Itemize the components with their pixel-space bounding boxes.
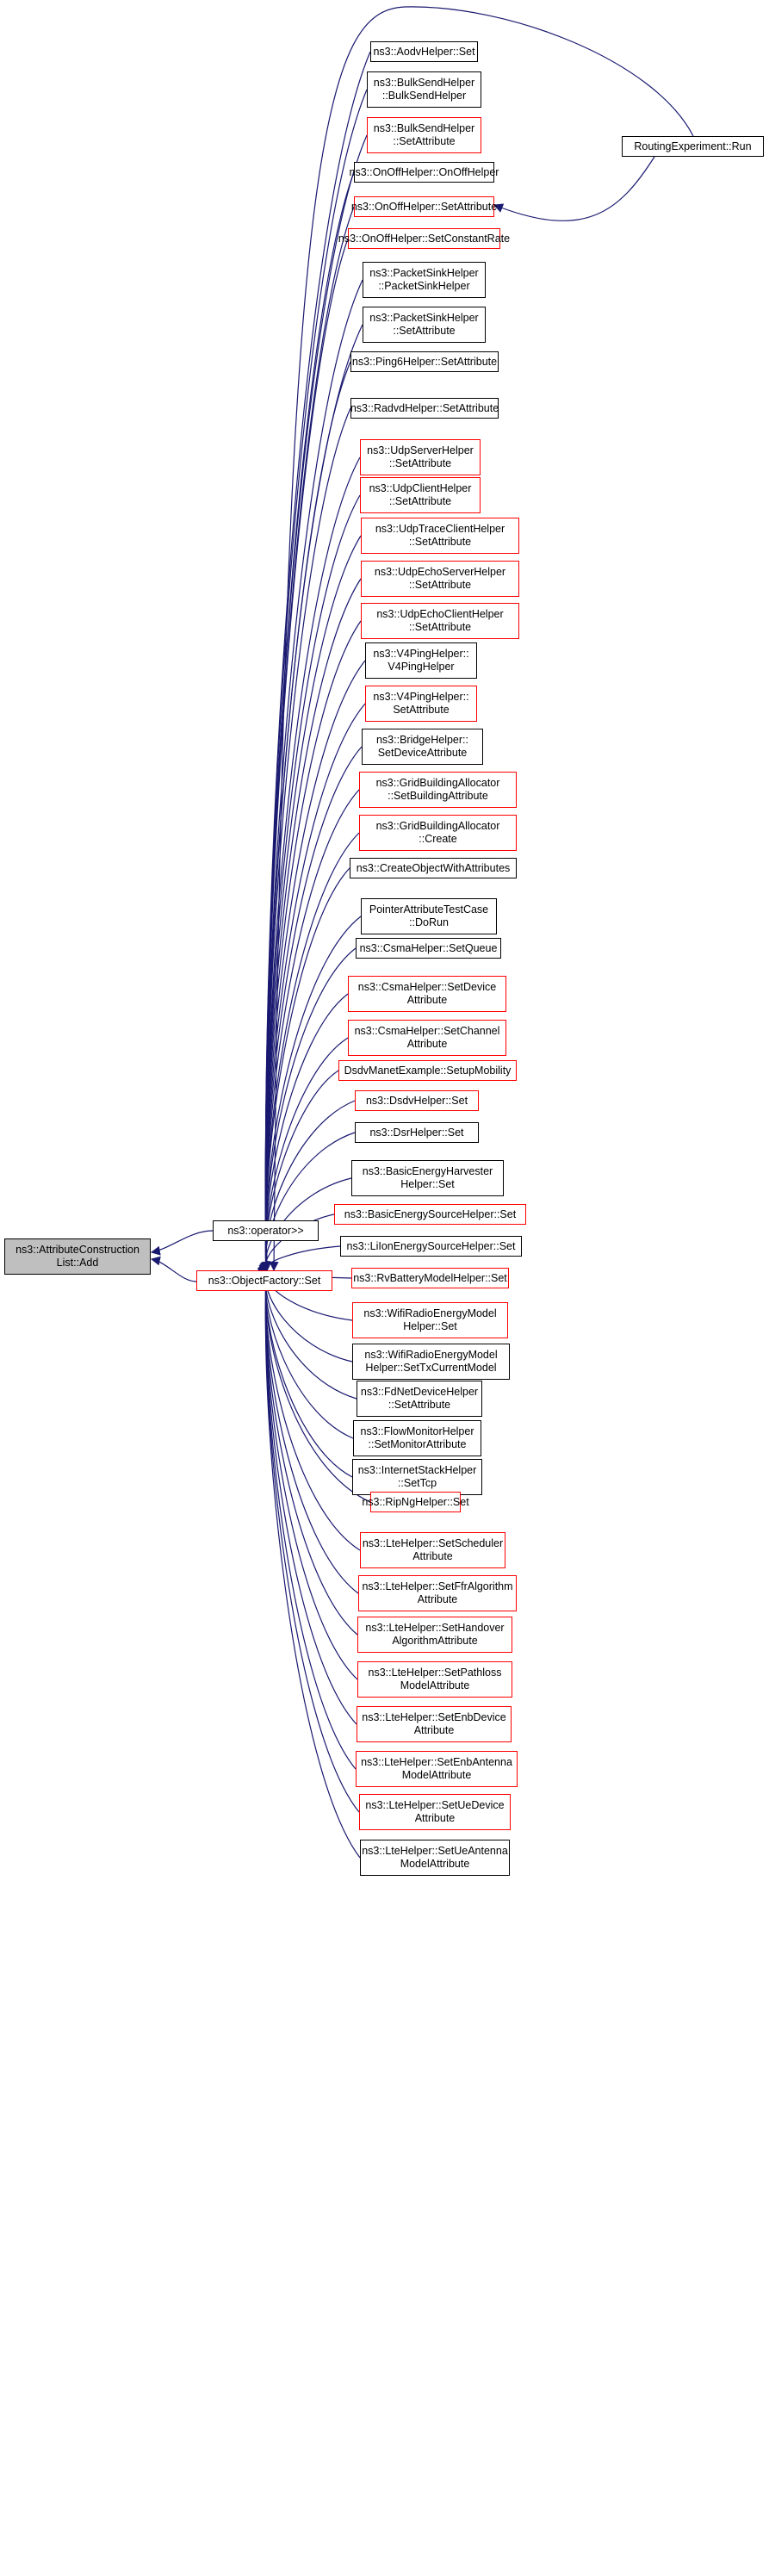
node-operator-extraction[interactable]: ns3::operator>> <box>213 1220 319 1241</box>
node-ns3-bridgehelper-setdeviceattribute[interactable]: ns3::BridgeHelper:: SetDeviceAttribute <box>362 729 483 765</box>
node-ns3-csmahelper-setqueue[interactable]: ns3::CsmaHelper::SetQueue <box>356 938 501 959</box>
node-ns3-ltehelper-setffralgorithm-attribute[interactable]: ns3::LteHelper::SetFfrAlgorithm Attribut… <box>358 1575 517 1611</box>
edge-operator-to-root <box>150 1230 214 1256</box>
edge-factory-to-root <box>150 1256 197 1282</box>
edge-caller-35-to-factory <box>260 1269 354 1439</box>
node-ns3-aodvhelper-set[interactable]: ns3::AodvHelper::Set <box>370 41 478 62</box>
node-ns3-ltehelper-setpathloss-modelattribute[interactable]: ns3::LteHelper::SetPathloss ModelAttribu… <box>357 1661 512 1698</box>
node-ns3-ltehelper-sethandover-algorithmattribute[interactable]: ns3::LteHelper::SetHandover AlgorithmAtt… <box>357 1617 512 1653</box>
node-ns3-onoffhelper-setattribute[interactable]: ns3::OnOffHelper::SetAttribute <box>351 196 497 217</box>
node-ns3-v4pinghelper-v4pinghelper[interactable]: ns3::V4PingHelper:: V4PingHelper <box>365 642 477 679</box>
node-ns3-fdnetdevicehelper-setattribute[interactable]: ns3::FdNetDeviceHelper ::SetAttribute <box>357 1381 482 1417</box>
node-ns3-v4pinghelper-setattribute[interactable]: ns3::V4PingHelper:: SetAttribute <box>365 686 477 722</box>
node-ns3-radvdhelper-setattribute[interactable]: ns3::RadvdHelper::SetAttribute <box>350 398 499 419</box>
node-ns3-onoffhelper-onoffhelper[interactable]: ns3::OnOffHelper::OnOffHelper <box>350 162 499 183</box>
edge-caller-6-to-factory <box>262 279 363 1272</box>
node-dsdvmanetexample-setupmobility[interactable]: DsdvManetExample::SetupMobility <box>338 1060 517 1081</box>
node-ns3-wifiradioenergymodel-helper-set[interactable]: ns3::WifiRadioEnergyModel Helper::Set <box>352 1302 508 1338</box>
node-ns3-udpechoserverhelper-setattribute[interactable]: ns3::UdpEchoServerHelper ::SetAttribute <box>361 561 519 597</box>
node-ns3-packetsinkhelper-setattribute[interactable]: ns3::PacketSinkHelper ::SetAttribute <box>363 307 486 343</box>
node-ns3-gridbuildingallocator-create[interactable]: ns3::GridBuildingAllocator ::Create <box>359 815 517 851</box>
node-ns3-rvbatterymodelhelper-set[interactable]: ns3::RvBatteryModelHelper::Set <box>351 1268 509 1288</box>
node-ns3-internetstackhelper-settcp[interactable]: ns3::InternetStackHelper ::SetTcp <box>352 1459 482 1495</box>
node-ns3-ltehelper-setscheduler-attribute[interactable]: ns3::LteHelper::SetScheduler Attribute <box>360 1532 505 1568</box>
node-ns3-bulksendhelper-bulksendhelper[interactable]: ns3::BulkSendHelper ::BulkSendHelper <box>367 71 481 108</box>
node-ns3-onoffhelper-setconstantrate[interactable]: ns3::OnOffHelper::SetConstantRate <box>338 228 510 249</box>
node-ns3-ripnghelper-set[interactable]: ns3::RipNgHelper::Set <box>362 1492 469 1512</box>
node-ns3-packetsinkhelper-packetsinkhelper[interactable]: ns3::PacketSinkHelper ::PacketSinkHelper <box>363 262 486 298</box>
edge-caller-41-to-factory <box>261 1269 358 1680</box>
node-ns3-ltehelper-setenbdevice-attribute[interactable]: ns3::LteHelper::SetEnbDevice Attribute <box>357 1706 512 1742</box>
edge-run-to-factory <box>269 6 694 1272</box>
node-ns3-createobjectwithattributes[interactable]: ns3::CreateObjectWithAttributes <box>350 858 517 878</box>
node-ns3-udpechoclienthelper-setattribute[interactable]: ns3::UdpEchoClientHelper ::SetAttribute <box>361 603 519 639</box>
edge-caller-7-to-factory <box>262 324 363 1272</box>
node-ns3-dsdvhelper-set[interactable]: ns3::DsdvHelper::Set <box>355 1090 479 1111</box>
node-ns3-ltehelper-setuedevice-attribute[interactable]: ns3::LteHelper::SetUeDevice Attribute <box>359 1794 511 1830</box>
edge-caller-42-to-factory <box>261 1269 357 1725</box>
node-ns3-basicenergysourcehelper-set[interactable]: ns3::BasicEnergySourceHelper::Set <box>334 1204 526 1225</box>
node-ns3-wifiradioenergymodel-helper-settxcurrentmodel[interactable]: ns3::WifiRadioEnergyModel Helper::SetTxC… <box>352 1344 510 1380</box>
node-object-factory-set[interactable]: ns3::ObjectFactory::Set <box>196 1270 332 1291</box>
edge-run-to-onoff-setattribute <box>493 156 655 221</box>
node-ns3-basicenergyharvester-helper-set[interactable]: ns3::BasicEnergyHarvester Helper::Set <box>351 1160 504 1196</box>
node-ns3-csmahelper-setchannel-attribute[interactable]: ns3::CsmaHelper::SetChannel Attribute <box>348 1020 506 1056</box>
node-ns3-gridbuildingallocator-setbuildingattribute[interactable]: ns3::GridBuildingAllocator ::SetBuilding… <box>359 772 517 808</box>
node-ns3-liionenergysourcehelper-set[interactable]: ns3::LiIonEnergySourceHelper::Set <box>340 1236 522 1257</box>
node-ns3-bulksendhelper-setattribute[interactable]: ns3::BulkSendHelper ::SetAttribute <box>367 117 481 153</box>
edge-caller-3-to-factory <box>262 171 355 1272</box>
node-ns3-ltehelper-setenbantenna-modelattribute[interactable]: ns3::LteHelper::SetEnbAntenna ModelAttri… <box>356 1751 518 1787</box>
node-ns3-flowmonitorhelper-setmonitorattribute[interactable]: ns3::FlowMonitorHelper ::SetMonitorAttri… <box>353 1420 481 1456</box>
node-routing-experiment-run[interactable]: RoutingExperiment::Run <box>622 136 764 157</box>
node-ns3-csmahelper-setdevice-attribute[interactable]: ns3::CsmaHelper::SetDevice Attribute <box>348 976 506 1012</box>
edge-caller-45-to-factory <box>261 1269 361 1859</box>
node-ns3-ping6helper-setattribute[interactable]: ns3::Ping6Helper::SetAttribute <box>350 351 499 372</box>
node-ns3-dsrhelper-set[interactable]: ns3::DsrHelper::Set <box>355 1122 479 1143</box>
root-node-attribute-construction-list-add: ns3::AttributeConstruction List::Add <box>4 1238 151 1275</box>
node-ns3-udpserverhelper-setattribute[interactable]: ns3::UdpServerHelper ::SetAttribute <box>360 439 481 475</box>
node-ns3-udpclienthelper-setattribute[interactable]: ns3::UdpClientHelper ::SetAttribute <box>360 477 481 513</box>
edge-caller-30-to-factory <box>257 1245 341 1271</box>
node-pointerattributetestcase-dorun[interactable]: PointerAttributeTestCase ::DoRun <box>361 898 497 934</box>
node-ns3-ltehelper-setueantenna-modelattribute[interactable]: ns3::LteHelper::SetUeAntenna ModelAttrib… <box>360 1840 510 1876</box>
node-ns3-udptraceclienthelper-setattribute[interactable]: ns3::UdpTraceClientHelper ::SetAttribute <box>361 518 519 554</box>
edge-caller-36-to-factory <box>260 1269 353 1478</box>
